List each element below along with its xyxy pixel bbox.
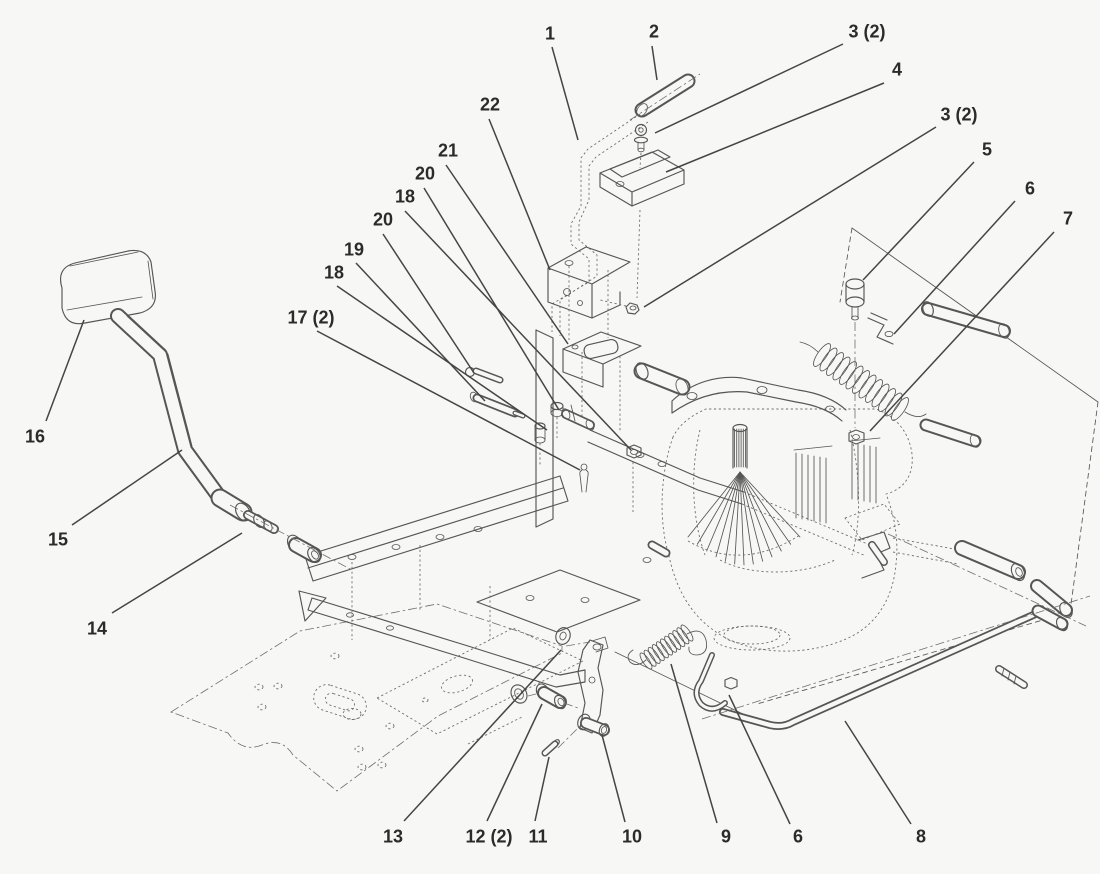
- callout-label-2-1: 2: [649, 21, 659, 41]
- callout-label-3(2)-2: 3 (2): [848, 21, 885, 41]
- callout-leader-11-21: [534, 756, 550, 822]
- fastener-cluster-drawing: [464, 366, 642, 512]
- callout-leader-6-24: [728, 694, 791, 825]
- callout-leader-17(2)-15: [316, 330, 581, 471]
- callout-label-22-8: 22: [480, 94, 500, 114]
- callout-leader-22-8: [488, 118, 551, 271]
- callout-leader-3(2)-2: [654, 43, 844, 134]
- callout-leader-18-11: [404, 210, 632, 451]
- callout-leader-18-14: [336, 285, 548, 431]
- callout-leader-5-5: [862, 161, 975, 281]
- callout-label-15-17: 15: [48, 529, 68, 549]
- callout-label-11-21: 11: [528, 826, 547, 846]
- lever-drawing: [59, 249, 353, 571]
- callout-label-21-9: 21: [438, 140, 458, 160]
- callout-leader-8-25: [844, 720, 912, 825]
- callout-leader-9-23: [670, 663, 718, 824]
- callout-label-13-19: 13: [383, 826, 403, 846]
- callout-label-17(2)-15: 17 (2): [287, 307, 334, 327]
- callout-label-16-16: 16: [25, 426, 45, 446]
- callout-label-4-3: 4: [892, 59, 902, 79]
- callout-label-6-6: 6: [1025, 178, 1035, 198]
- callout-label-12(2)-20: 12 (2): [465, 826, 512, 846]
- callout-leader-1-0: [551, 46, 579, 141]
- callout-label-9-23: 9: [721, 826, 731, 846]
- callout-leader-16-16: [45, 319, 85, 422]
- callout-label-18-11: 18: [395, 186, 415, 206]
- callout-label-10-22: 10: [622, 826, 642, 846]
- callout-leader-12(2)-20: [486, 703, 543, 822]
- callout-label-5-5: 5: [982, 139, 992, 159]
- callout-leader-20-12: [382, 233, 475, 374]
- callout-label-14-18: 14: [87, 618, 107, 638]
- callout-leader-7-7: [869, 231, 1055, 432]
- callout-label-8-25: 8: [916, 826, 926, 846]
- linkage-drawing: [510, 624, 707, 757]
- callout-leader-19-13: [355, 262, 486, 402]
- callout-label-18-14: 18: [324, 262, 344, 282]
- callout-leader-6-6: [893, 200, 1016, 335]
- callout-leader-13-19: [403, 649, 562, 822]
- callout-leader-15-17: [71, 449, 183, 526]
- callout-leader-14-18: [111, 532, 243, 614]
- floor-pan-drawing: [170, 603, 584, 792]
- callout-label-7-7: 7: [1063, 208, 1073, 228]
- callout-label-20-10: 20: [415, 163, 435, 183]
- mid-frame-drawing: [298, 312, 894, 716]
- brake-rod-drawing: [693, 595, 1091, 730]
- callout-label-20-12: 20: [373, 209, 393, 229]
- callout-leader-21-9: [445, 164, 569, 345]
- callout-label-19-13: 19: [344, 239, 364, 259]
- callout-label-6-24: 6: [793, 826, 803, 846]
- control-rod-drawing: [547, 73, 701, 432]
- callout-leader-2-1: [651, 45, 658, 81]
- transaxle-drawing: [633, 278, 1087, 689]
- callout-leader-20-10: [423, 187, 560, 411]
- callout-label-3(2)-4: 3 (2): [940, 104, 977, 124]
- callout-label-1-0: 1: [545, 23, 555, 43]
- callout-leader-10-22: [601, 734, 626, 823]
- callout-leader-3(2)-4: [643, 126, 937, 308]
- callout-leader-4-3: [665, 82, 885, 173]
